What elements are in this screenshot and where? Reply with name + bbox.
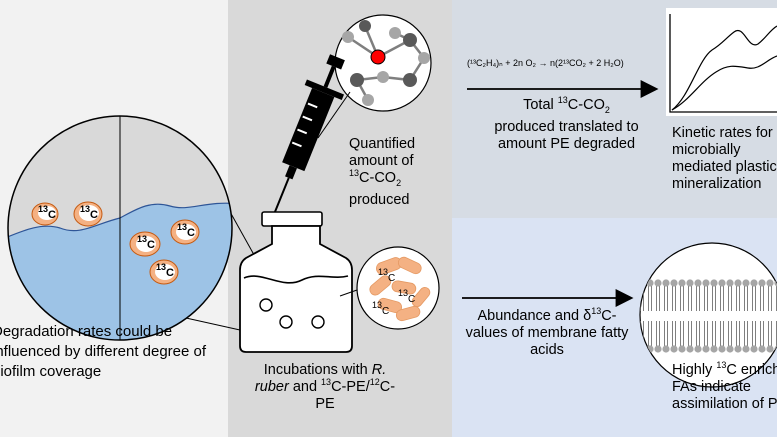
lipid-head [654, 279, 662, 287]
lipid-head [750, 345, 758, 353]
lipid-head [718, 345, 726, 353]
total-co2-caption: Total 13C-CO2 produced translated to amo… [494, 95, 639, 152]
lipid-head [710, 279, 718, 287]
lipid-head [766, 279, 774, 287]
particle-label-1: 13C [38, 204, 56, 222]
particle-label-2: 13C [80, 204, 98, 222]
lipid-head [734, 279, 742, 287]
lipid-head [742, 345, 750, 353]
lipid-head [758, 345, 766, 353]
lipid-head [654, 345, 662, 353]
lipid-head [702, 279, 710, 287]
lipid-head [750, 279, 758, 287]
lipid-head [742, 279, 750, 287]
particle-label-4: 13C [177, 222, 195, 240]
lipid-head [686, 279, 694, 287]
lipid-head [726, 279, 734, 287]
lipid-head [662, 345, 670, 353]
biofilm-circle [7, 115, 233, 341]
kinetic-caption: Kinetic rates for microbially mediated p… [672, 125, 777, 192]
abundance-caption: Abundance and δ13C- values of membrane f… [465, 306, 629, 359]
particle-label-5: 13C [156, 262, 174, 280]
lipid-head [734, 345, 742, 353]
incubation-caption: Incubations with R. ruber and 13C-PE/12C… [254, 362, 396, 412]
bacteria-label-1: 13C [378, 267, 396, 285]
lipid-head [678, 279, 686, 287]
reaction-equation: (¹³C₂H₄)ₙ + 2n O₂ → n(2¹³CO₂ + 2 H₂O) [467, 58, 624, 68]
lipid-head [640, 279, 646, 287]
lipid-head [670, 345, 678, 353]
lipid-head [686, 345, 694, 353]
lipid-head [718, 279, 726, 287]
lipid-head [710, 345, 718, 353]
lipid-head [640, 345, 646, 353]
lipid-head [678, 345, 686, 353]
molecule-circle [334, 14, 432, 112]
lipid-head [694, 279, 702, 287]
quantified-caption: Quantified amount of 13C-CO2 produced [349, 136, 416, 208]
pe-particles [31, 201, 200, 285]
lipid-head [670, 279, 678, 287]
membrane-circle [639, 242, 777, 388]
lipid-head [758, 279, 766, 287]
lipid-head [766, 345, 774, 353]
bacteria-label-3: 13C [372, 300, 390, 318]
lipid-head [662, 279, 670, 287]
kinetic-graph-icon [666, 8, 777, 116]
lipid-head [726, 345, 734, 353]
bacteria-circle [356, 246, 440, 330]
biofilm-caption: Degradation rates could be influenced by… [0, 323, 207, 380]
incubation-bottle-icon [239, 211, 353, 353]
lipid-head [694, 345, 702, 353]
zoom-line-bottom [185, 317, 241, 331]
lipid-head [646, 345, 654, 353]
enriched-caption: Highly 13C enriched FAs indicate assimil… [672, 360, 777, 413]
syringe-icon [269, 54, 345, 225]
particle-label-3: 13C [137, 234, 155, 252]
bacteria-label-2: 13C [398, 288, 416, 306]
lipid-head [702, 345, 710, 353]
